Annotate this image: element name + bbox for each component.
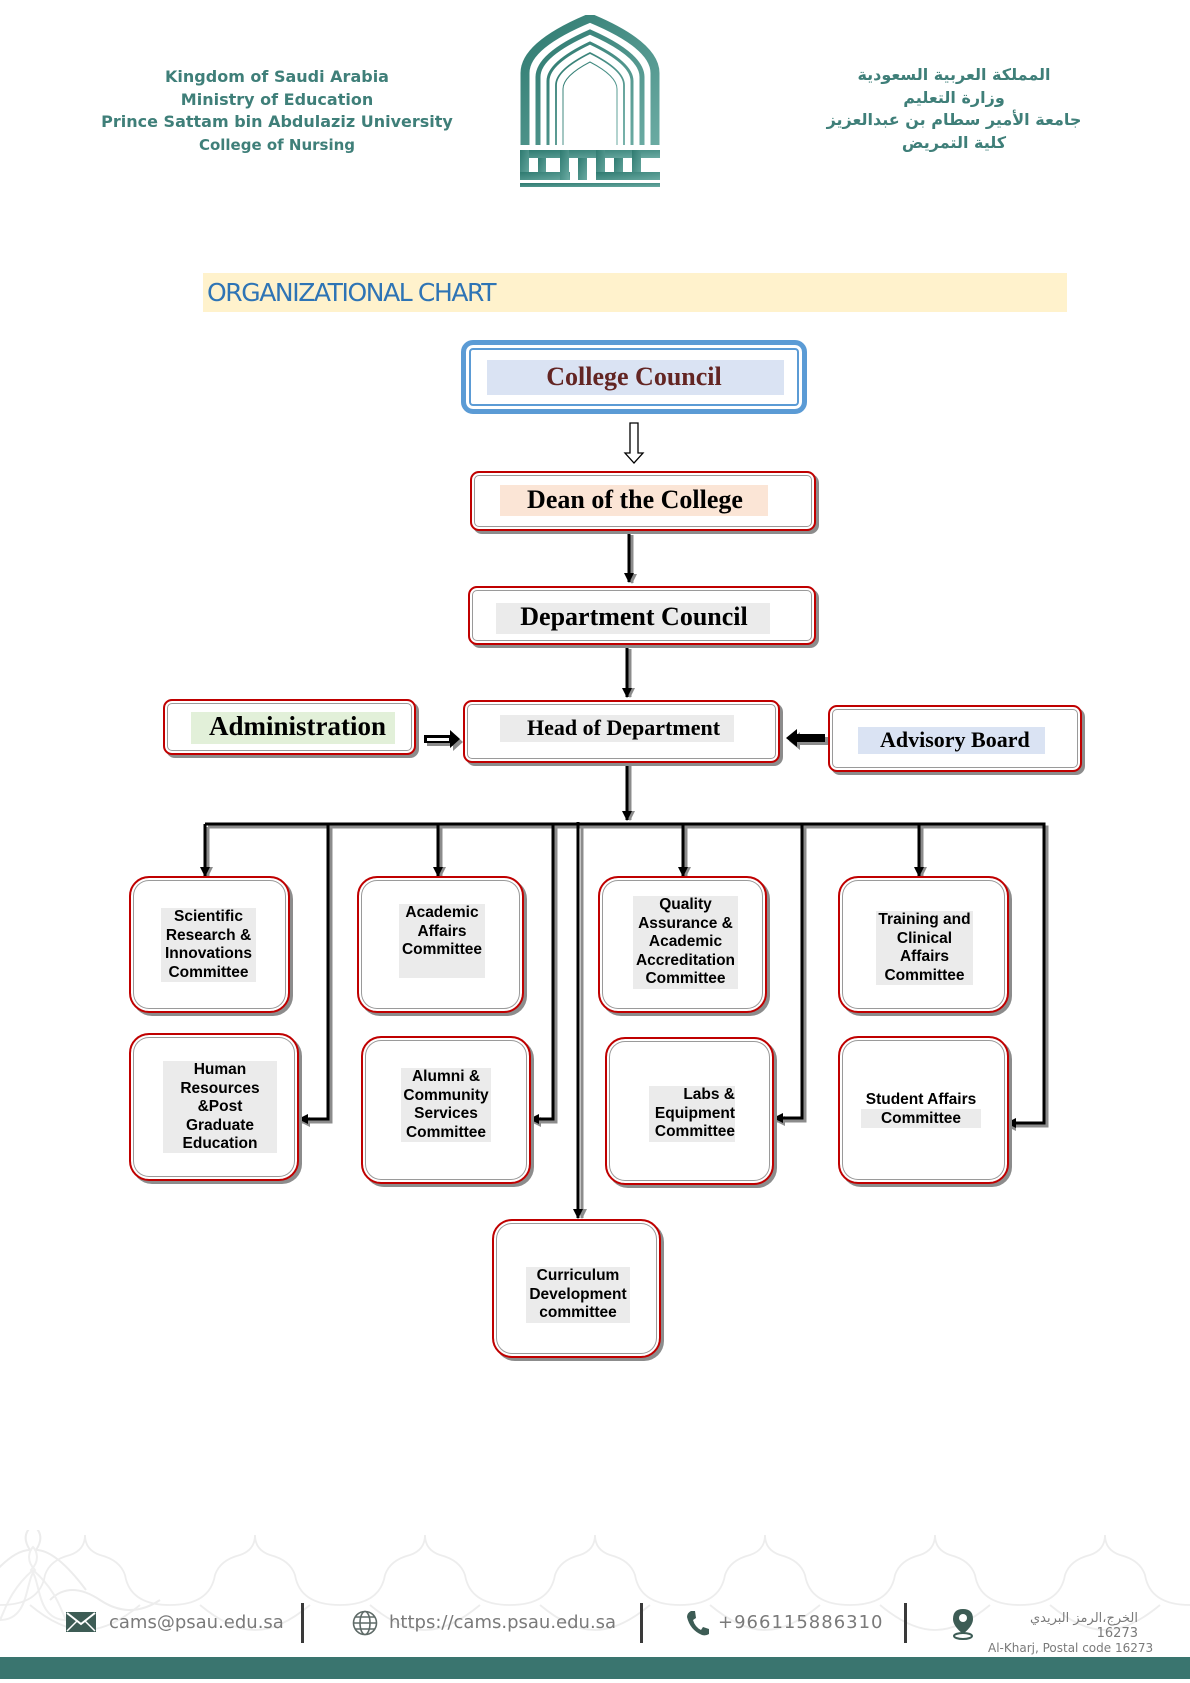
header-ar-university: جامعة الأمير سطام بن عبدالعزيز [826,110,1082,129]
head-label: Head of Department [526,715,721,740]
arrow-advisory-to-head [786,729,828,750]
committee-label: Alumni & Community Services Committee [401,1068,491,1142]
college-council-box[interactable]: College Council [461,340,807,414]
committee-academic-affairs[interactable]: Academic Affairs Committee [357,876,524,1013]
committee-label: Human Resources &Post Graduate Education [163,1061,277,1153]
department-council-label: Department Council [520,602,748,631]
header-line-ministry: Ministry of Education [180,89,374,109]
arrow-to-human-resources [298,824,330,1124]
arrow-admin-to-head [424,730,463,751]
committee-training-clinical[interactable]: Training and Clinical Affairs Committee [838,876,1009,1013]
footer-separator [301,1603,304,1643]
dean-highlight [500,485,768,516]
committee-label: Scientific Research & Innovations Commit… [161,908,256,982]
college-council-highlight [487,360,784,395]
title-band: ORGANIZATIONAL CHART [203,273,1067,312]
footer-address: الخرج،الرمز البريدي 16273 Al-Kharj, Post… [988,1611,1153,1656]
committee-label: Quality Assurance & Academic Accreditati… [633,896,738,989]
header-ar-ministry: وزارة التعليم [903,87,1005,107]
committee-labs-equipment[interactable]: Labs & Equipment Committee [605,1037,774,1185]
header-ar-college: كلية التمريض [901,132,1007,152]
globe-icon [352,1610,378,1636]
head-of-department-box[interactable]: Head of Department [463,700,780,763]
committee-scientific-research[interactable]: Scientific Research & Innovations Commit… [129,876,290,1013]
dean-box[interactable]: Dean of the College [470,471,816,531]
university-logo [520,15,660,187]
header-line-college: College of Nursing [198,135,356,154]
footer-website[interactable]: https://cams.psau.edu.sa [389,1612,617,1633]
advisory-label: Advisory Board [880,727,1030,752]
committee-student-affairs[interactable]: Student Affairs Committee [838,1036,1009,1184]
committee-bus-line [205,822,1046,1128]
header-ar-kingdom: المملكة العربية السعودية [857,65,1051,84]
footer-address-english: Al-Kharj, Postal code 16273 [988,1641,1154,1655]
committee-alumni-community[interactable]: Alumni & Community Services Committee [361,1036,531,1184]
committee-label: Labs & Equipment Committee [649,1086,735,1142]
location-pin-icon [953,1609,973,1640]
header-line-university: Prince Sattam bin Abdulaziz University [101,112,453,131]
committee-label: Training and Clinical Affairs Committee [876,911,973,985]
page-title: ORGANIZATIONAL CHART [207,278,496,307]
footer-address-arabic: الخرج،الرمز البريدي 16273 [1029,1611,1138,1641]
header-line-kingdom: Kingdom of Saudi Arabia [165,67,389,86]
arrow-to-alumni [529,824,555,1124]
envelope-icon [66,1612,96,1632]
college-council-label: College Council [546,362,722,391]
department-council-box[interactable]: Department Council [468,586,816,645]
committee-label: Academic Affairs Committee [399,904,485,978]
committee-label: Student Affairs Committee [861,1091,981,1128]
administration-box[interactable]: Administration [163,699,416,755]
department-council-highlight [496,603,770,634]
footer-bar [0,1657,1190,1679]
administration-label: Administration [209,711,387,741]
administration-highlight [191,712,395,744]
head-highlight [500,715,734,742]
committee-quality-assurance[interactable]: Quality Assurance & Academic Accreditati… [598,876,767,1013]
footer-separator [640,1603,643,1643]
footer-email[interactable]: cams@psau.edu.sa [109,1612,284,1633]
advisory-board-box[interactable]: Advisory Board [828,705,1082,772]
committee-curriculum-development[interactable]: Curriculum Development committee [492,1219,661,1358]
footer-phone[interactable]: +966115886310 [718,1612,884,1633]
header-english: Kingdom of Saudi Arabia Ministry of Educ… [96,66,458,156]
dean-label: Dean of the College [527,485,743,514]
footer-separator [904,1603,907,1643]
committee-human-resources[interactable]: Human Resources &Post Graduate Education [129,1033,299,1181]
phone-icon [687,1611,709,1636]
header-arabic: المملكة العربية السعودية وزارة التعليم ج… [800,64,1108,154]
advisory-highlight [858,727,1045,754]
committee-label: Curriculum Development committee [526,1267,630,1323]
arrow-to-labs [773,824,804,1123]
arrow-council-to-dean [623,422,645,464]
